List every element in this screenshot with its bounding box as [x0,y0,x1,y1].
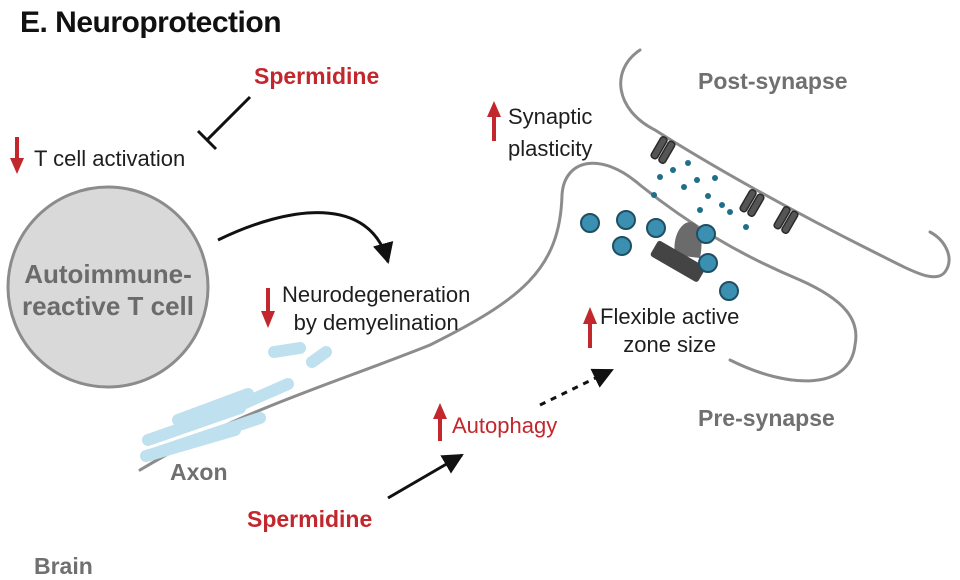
axon-label: Axon [170,459,228,485]
curved-arrow-icon [217,211,394,265]
panel-title: E. Neuroprotection [20,6,282,39]
red-down-arrow-icon [10,137,24,174]
receptor-channel-icon [650,135,799,235]
autoimmune-cell-label: Autoimmune- reactive T cell [22,259,194,321]
synaptic-vesicle-icon [580,210,739,301]
pre-synapse-outline [138,161,858,472]
brain-region-label: Brain [34,553,93,579]
red-up-arrow-icon [583,307,597,348]
dashed-arrow-autophagy-activezone [539,368,614,407]
spermidine-label-top: Spermidine [254,63,380,89]
post-synapse-label: Post-synapse [698,68,848,94]
spermidine-label-bottom: Spermidine [247,506,373,532]
red-down-arrow-icon [261,288,275,328]
neurodegeneration-label: Neurodegeneration by demyelination [282,282,471,335]
inhibition-tbar-icon [196,95,252,151]
active-zone-label: Flexible active zone size [600,304,740,357]
active-zone-structure [650,222,706,282]
t-cell-activation-label: T cell activation [34,146,186,171]
synaptic-plasticity-label: Synaptic plasticity [508,104,593,161]
myelin-fragments [140,342,332,462]
pre-synapse-label: Pre-synapse [698,405,835,431]
neurotransmitter-dots [651,160,749,230]
arrow-spermidine-autophagy [387,453,464,500]
autophagy-label: Autophagy [452,413,558,438]
t-cell-circle [6,185,210,389]
red-up-arrow-icon [433,403,447,441]
post-synapse-outline [619,48,951,279]
red-up-arrow-icon [487,101,501,141]
